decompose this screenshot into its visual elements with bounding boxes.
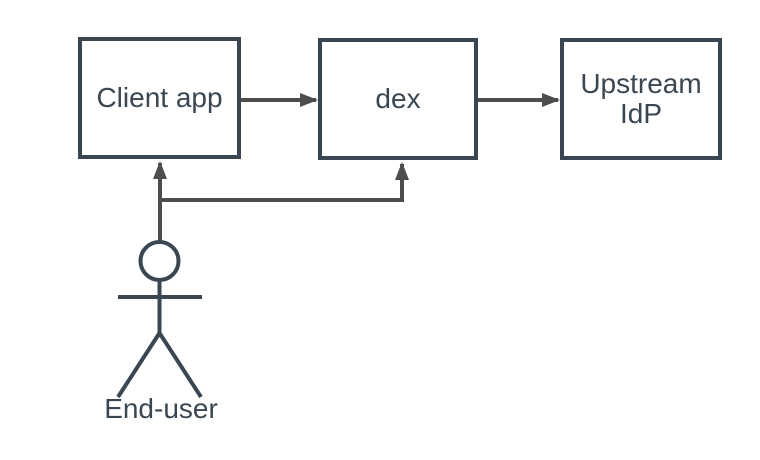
node-dex-label: dex xyxy=(375,83,421,114)
node-dex: dex xyxy=(318,38,478,160)
stick-figure-actor-icon xyxy=(116,240,203,399)
actor-right-leg xyxy=(157,331,203,399)
node-client-app: Client app xyxy=(78,37,241,159)
node-upstream-idp-label: Upstream IdP xyxy=(580,68,702,129)
node-client-app-label: Client app xyxy=(96,82,223,113)
end-user-label: End-user xyxy=(104,393,218,424)
actor-head xyxy=(138,240,181,282)
actor-left-leg xyxy=(116,331,162,399)
node-upstream-idp: Upstream IdP xyxy=(560,38,722,160)
edge-end-user-to-dex xyxy=(160,162,409,202)
